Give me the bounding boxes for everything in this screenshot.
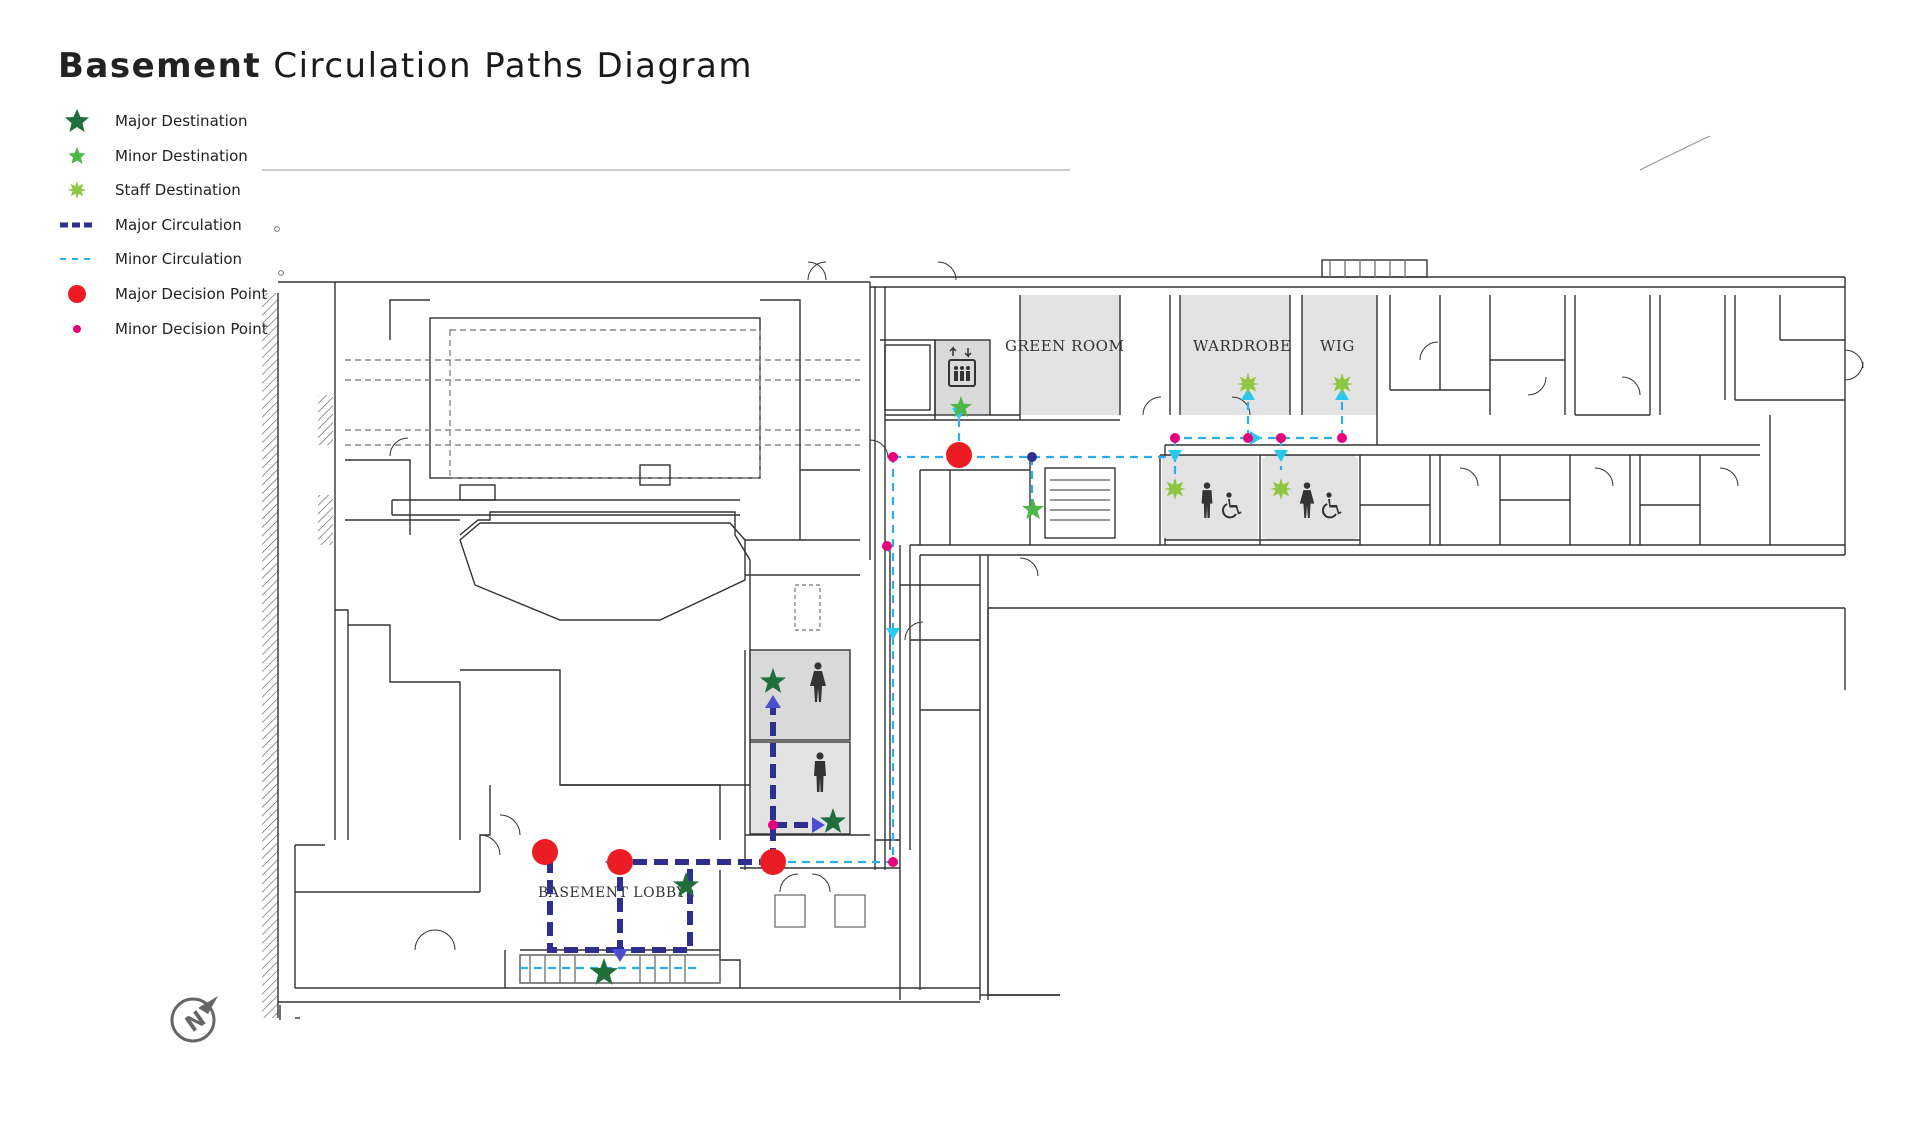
major-decision-points bbox=[532, 442, 972, 875]
major-decision-point-icon bbox=[68, 284, 86, 303]
legend-label: Minor Circulation bbox=[115, 250, 243, 269]
legend-label: Staff Destination bbox=[115, 181, 241, 200]
minor-circulation-line bbox=[60, 258, 96, 261]
arc-line bbox=[1639, 135, 1711, 171]
elevator-icon bbox=[948, 346, 976, 387]
title-bold: Basement bbox=[58, 46, 262, 86]
green-room-label: GREEN ROOM bbox=[1005, 337, 1124, 355]
walls bbox=[262, 259, 1846, 1020]
legend-item-major-decision-point: Major Decision Point bbox=[60, 281, 270, 316]
legend-item-staff-destination: Staff Destination bbox=[60, 177, 270, 212]
staff-destination-icon bbox=[67, 181, 87, 200]
legend-label: Minor Destination bbox=[115, 146, 248, 165]
legend-item-major-destination: Major Destination bbox=[60, 108, 270, 143]
major-destination-icon bbox=[65, 109, 89, 132]
survey-mark bbox=[274, 226, 280, 232]
minor-decision-points bbox=[768, 433, 1347, 867]
door-swings bbox=[389, 261, 1864, 951]
page-title: Basement Circulation Paths Diagram bbox=[58, 46, 753, 86]
legend-label: Major Decision Point bbox=[115, 284, 268, 303]
basement-lobby-label: BASEMENT LOBBY bbox=[538, 885, 686, 901]
legend-item-minor-circulation: Minor Circulation bbox=[60, 246, 270, 281]
wardrobe-label: WARDROBE bbox=[1193, 337, 1291, 355]
wig-label: WIG bbox=[1320, 337, 1355, 355]
minor-destination-icon bbox=[68, 146, 86, 164]
legend-label: Major Destination bbox=[115, 112, 248, 130]
minor-decision-point-icon bbox=[73, 324, 81, 333]
legend-item-minor-destination: Minor Destination bbox=[60, 143, 270, 178]
legend-label: Minor Decision Point bbox=[115, 319, 268, 338]
legend-item-minor-decision-point: Minor Decision Point bbox=[60, 316, 270, 351]
title-rest: Circulation Paths Diagram bbox=[273, 46, 753, 86]
legend-item-major-circulation: Major Circulation bbox=[60, 212, 270, 247]
north-arrow-icon: N bbox=[170, 996, 218, 1043]
direction-arrows bbox=[605, 388, 1349, 962]
survey-mark bbox=[278, 270, 284, 276]
major-circulation-line bbox=[60, 222, 96, 228]
legend: Major Destination Minor Destination Staf… bbox=[60, 108, 270, 350]
legend-label: Major Circulation bbox=[115, 215, 242, 234]
